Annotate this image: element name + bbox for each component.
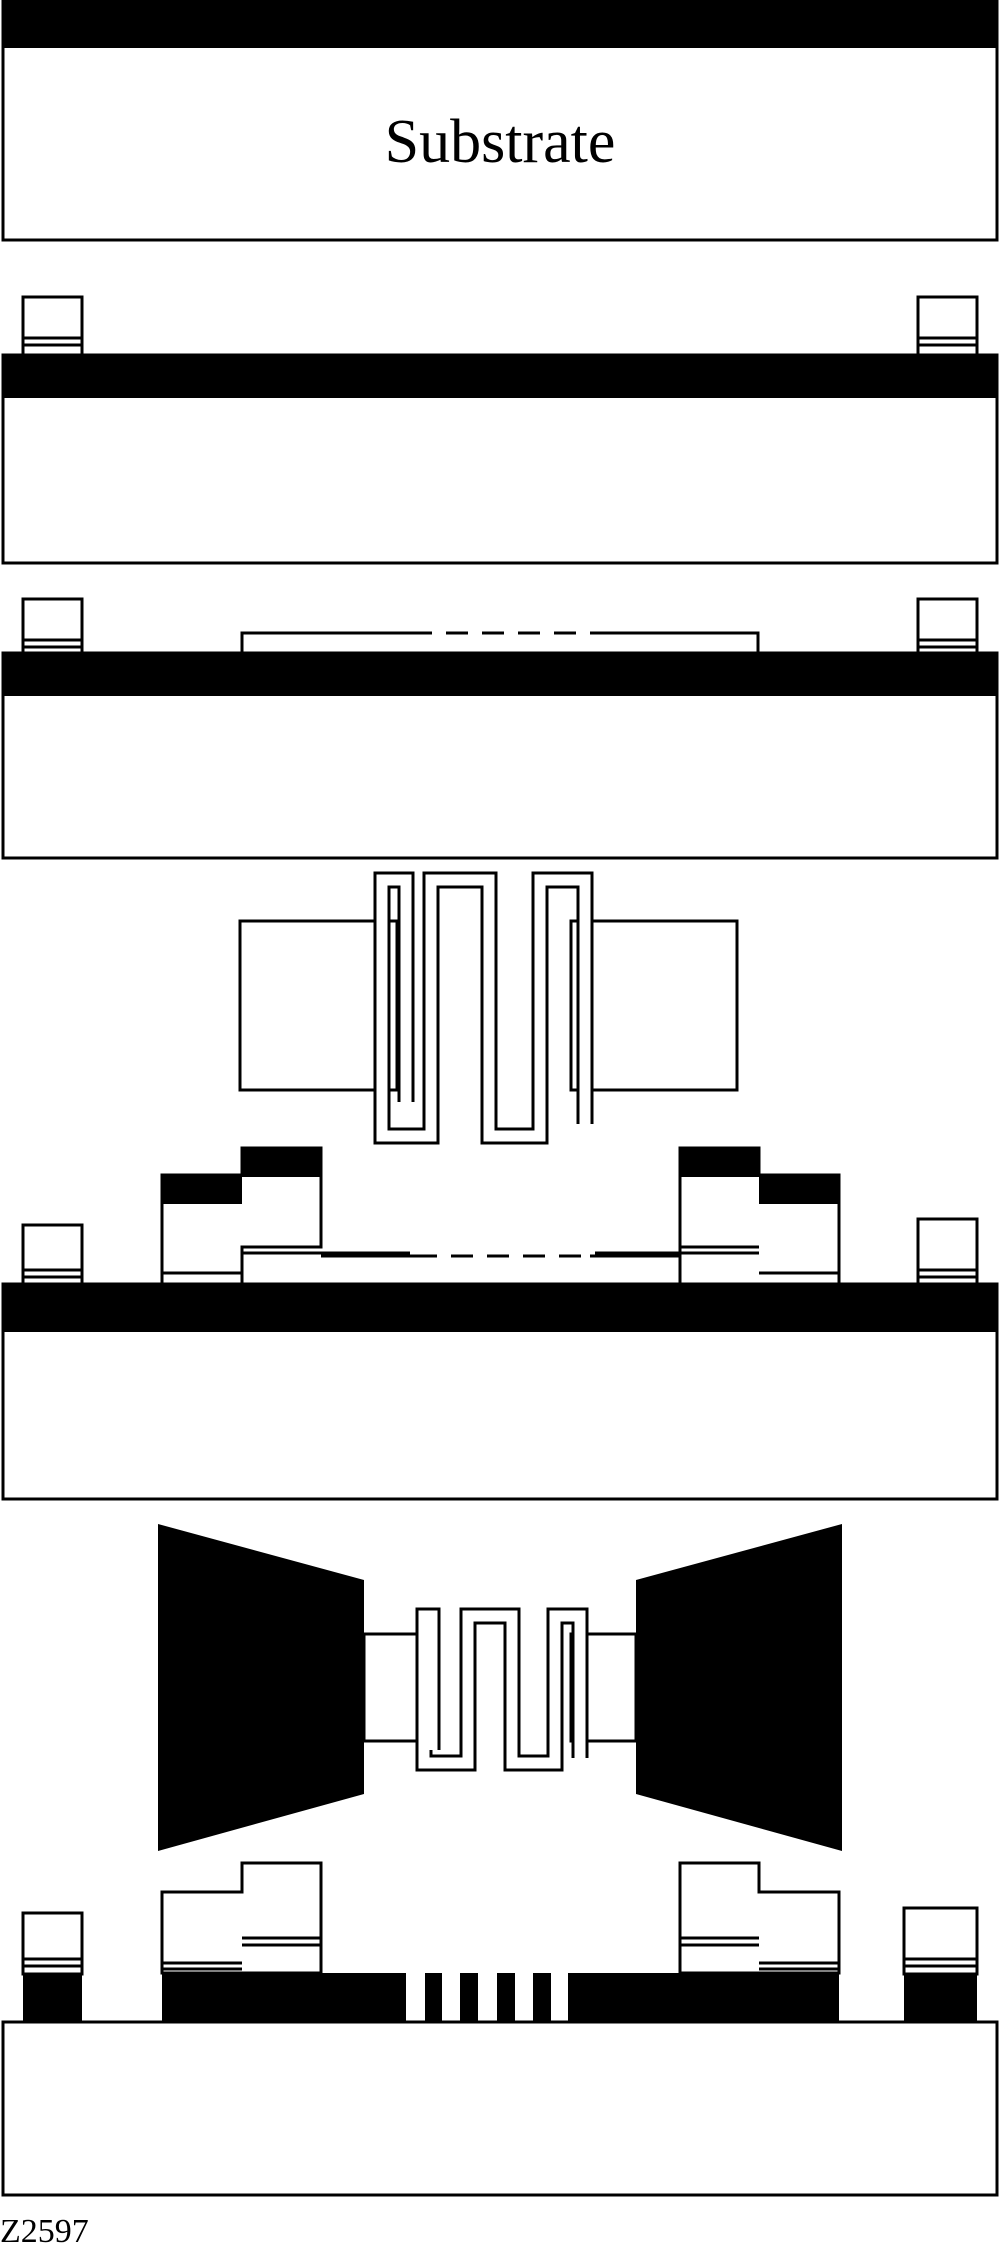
substrate-body [1, 2020, 999, 2197]
top-layer [3, 0, 997, 48]
figure-id: Z2597 [0, 2213, 89, 2247]
metal-layer [162, 1973, 839, 2022]
alignment-mark-right [916, 1217, 979, 1286]
alignment-mark-left [21, 597, 84, 655]
stage-4-cross-section [1, 1146, 999, 1501]
serpentine-channel [373, 871, 594, 1145]
alignment-mark-left [21, 295, 84, 357]
electrode-stack-right [678, 1146, 841, 1286]
electrode-stack-left [160, 1146, 323, 1286]
top-layer [3, 355, 997, 398]
stage-5-cross-section [1, 1861, 999, 2197]
substrate-label: Substrate [385, 108, 616, 176]
bowtie-pad-right [636, 1524, 842, 1851]
stage-5-top-view [158, 1524, 842, 1851]
electrode-stack-left [160, 1861, 323, 1975]
alignment-mark-right [916, 295, 979, 357]
serpentine-channel [415, 1607, 589, 1772]
alignment-mark-right [902, 1906, 979, 2022]
channel-film [240, 631, 760, 653]
top-layer [3, 653, 997, 696]
alignment-mark-left [21, 1223, 84, 1286]
electrode-pad-left [238, 919, 399, 1092]
alignment-mark-left [21, 1911, 84, 2022]
stage-4-top-view [238, 871, 739, 1145]
bowtie-pad-left [158, 1524, 364, 1851]
electrode-stack-right [678, 1861, 841, 1975]
electrode-pad-right [569, 919, 739, 1092]
channel-film [240, 1246, 760, 1286]
top-layer [3, 1284, 997, 1332]
stage-2-marks [1, 295, 999, 565]
stage-3-film [1, 597, 999, 860]
stage-1-substrate: Substrate [1, 0, 999, 242]
alignment-mark-right [916, 597, 979, 655]
